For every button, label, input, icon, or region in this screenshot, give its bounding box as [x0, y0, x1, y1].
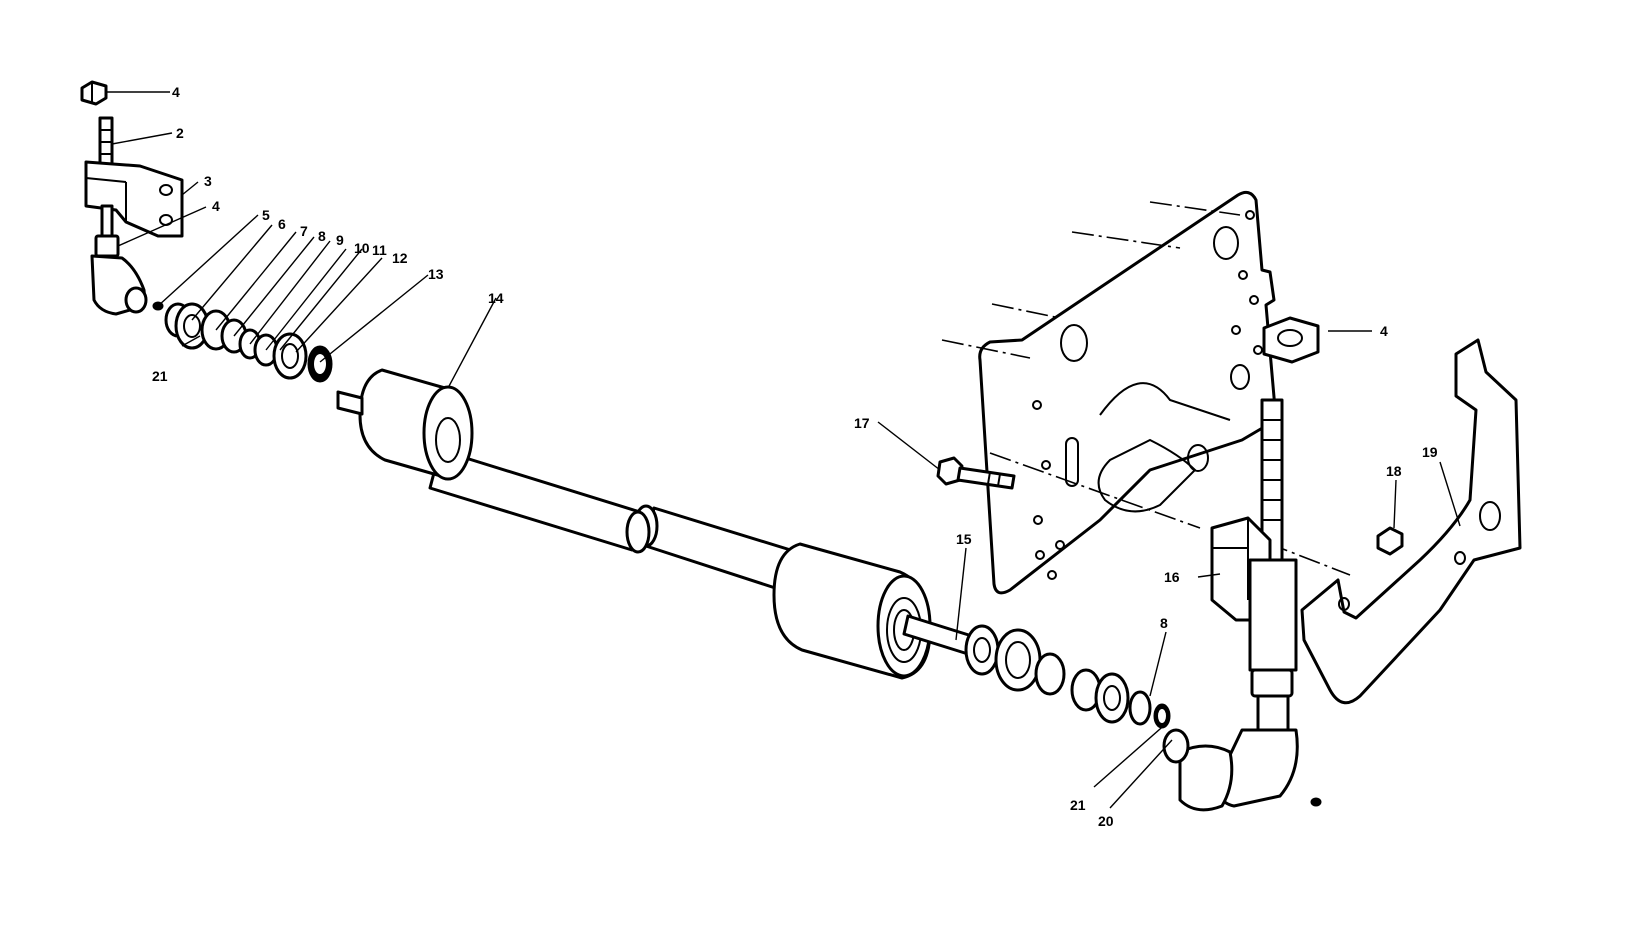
callout-21-left: 21 [152, 368, 168, 384]
callout-8-left: 8 [318, 228, 326, 244]
callout-14: 14 [488, 290, 504, 306]
callout-6: 6 [278, 216, 286, 232]
top-right-nut [1262, 316, 1320, 364]
left-roller [336, 368, 474, 481]
callout-8-right: 8 [1160, 615, 1168, 631]
right-adjuster [1162, 398, 1322, 812]
roller-shaft [428, 448, 812, 598]
callout-2: 2 [176, 125, 184, 141]
bolt-17 [936, 456, 1016, 490]
callout-18: 18 [1386, 463, 1402, 479]
callout-9: 9 [336, 232, 344, 248]
side-plate [978, 190, 1278, 595]
callout-17: 17 [854, 415, 870, 431]
callout-labels: 4 2 3 4 5 6 7 8 9 10 11 12 13 14 21 17 4… [152, 84, 1438, 829]
callout-13: 13 [428, 266, 444, 282]
callout-16: 16 [1164, 569, 1180, 585]
callout-12: 12 [392, 250, 408, 266]
callout-15: 15 [956, 531, 972, 547]
callout-3: 3 [204, 173, 212, 189]
leader-lines [106, 91, 1461, 809]
callout-4-top-left: 4 [172, 84, 180, 100]
callout-21-right: 21 [1070, 797, 1086, 813]
callout-4-left-middle: 4 [212, 198, 220, 214]
callout-10: 10 [354, 240, 370, 256]
callout-7: 7 [300, 223, 308, 239]
callout-11: 11 [372, 242, 387, 258]
left-adjuster [80, 80, 184, 316]
right-roller [772, 542, 974, 680]
callout-19: 19 [1422, 444, 1438, 460]
callout-20: 20 [1098, 813, 1114, 829]
bracket-19 [1300, 338, 1522, 705]
callout-5: 5 [262, 207, 270, 223]
right-bearing-stack [964, 624, 1171, 729]
callout-4-right: 4 [1380, 323, 1388, 339]
